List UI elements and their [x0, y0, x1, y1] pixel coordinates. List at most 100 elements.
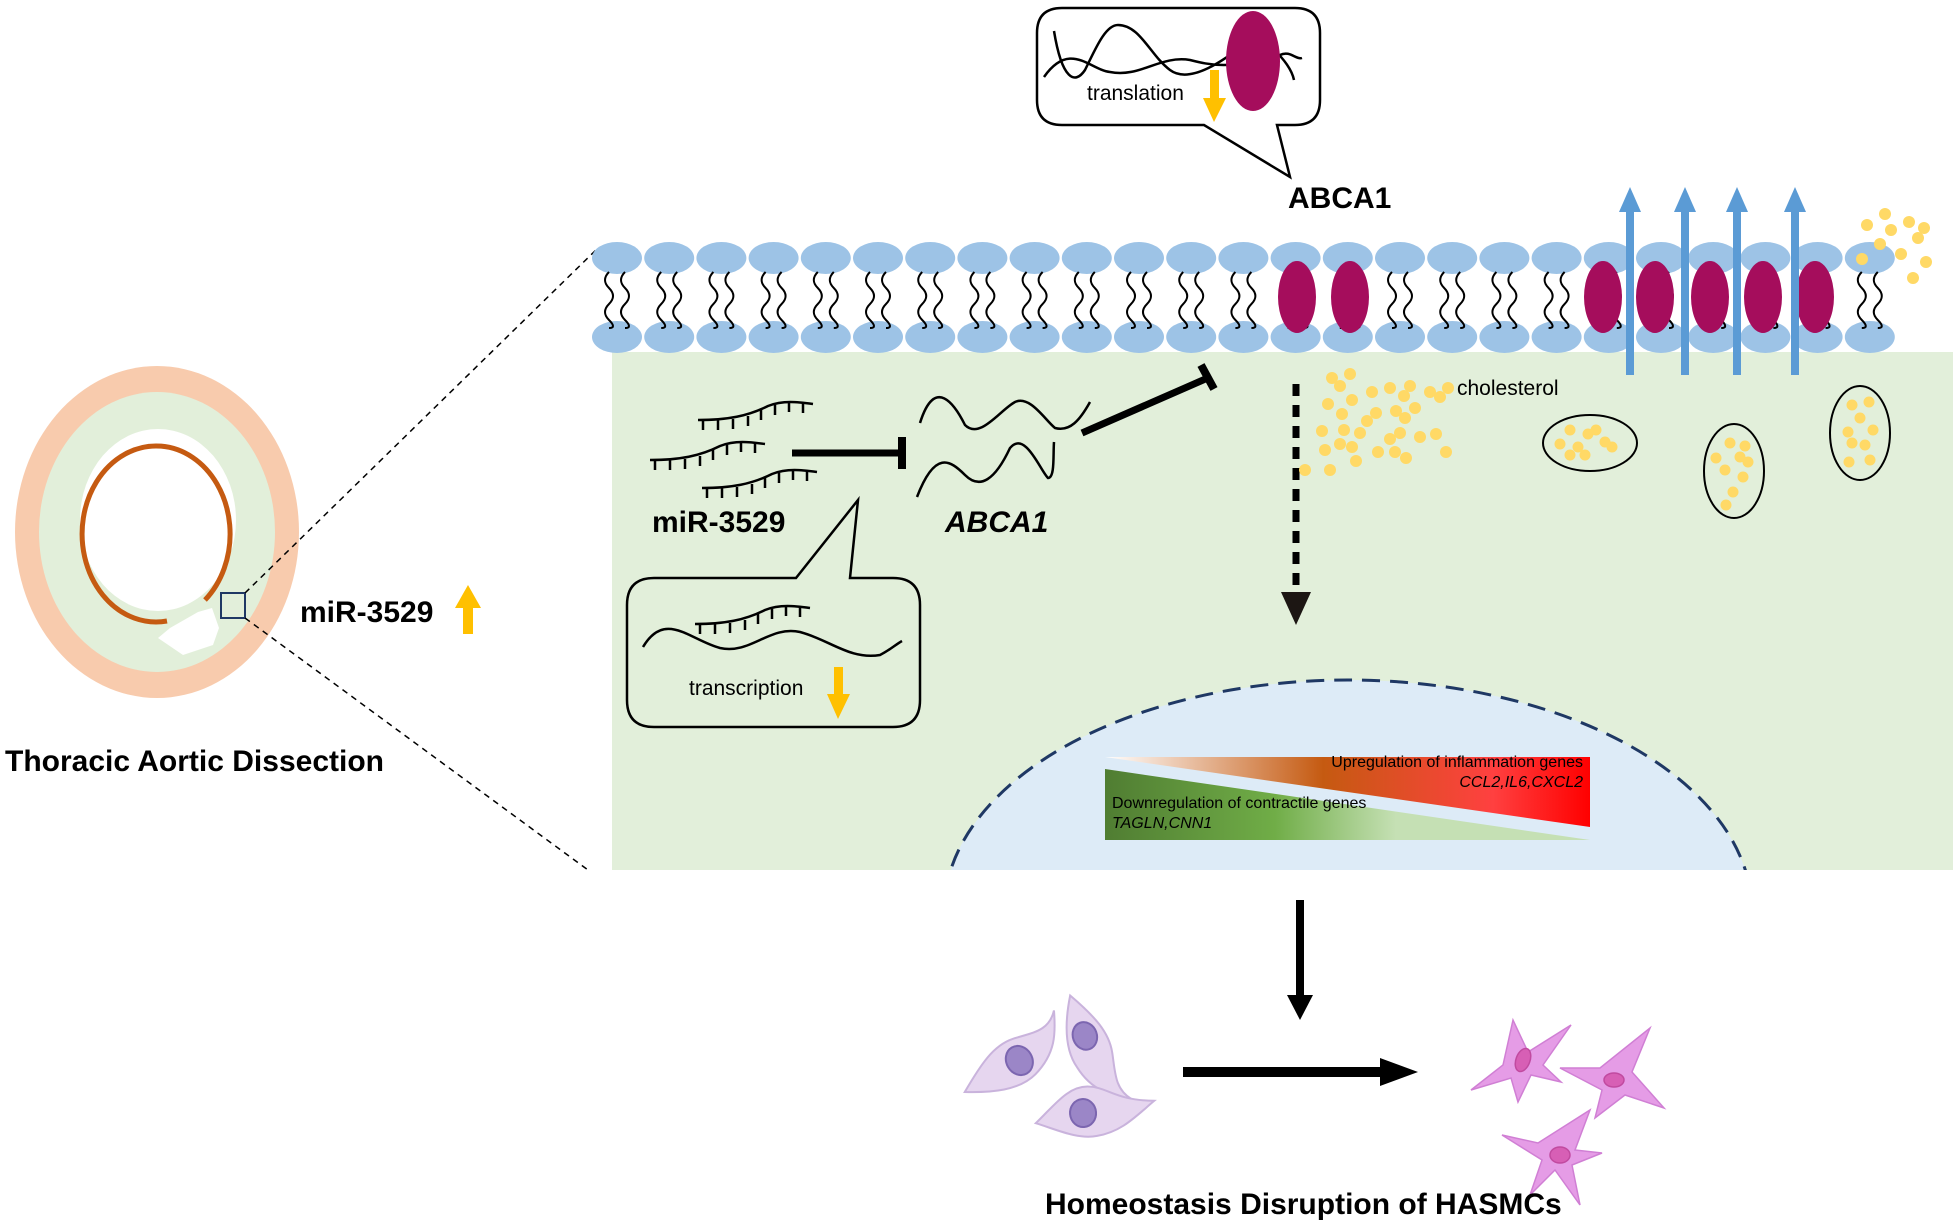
upregulation-title: Upregulation of inflammation genes [1331, 754, 1583, 771]
zoom-region-marker [220, 592, 246, 619]
cholesterol-molecule [1846, 399, 1858, 411]
downregulation-gradient [1105, 769, 1590, 840]
cell-mirna-label: miR-3529 [652, 506, 786, 539]
aorta-mirna-label: miR-3529 [300, 596, 434, 629]
contractile-hasmcs [963, 993, 1157, 1138]
cholesterol-molecule [1564, 424, 1576, 436]
cholesterol-molecule [1434, 391, 1446, 403]
translation-down-arrow-icon [1203, 70, 1226, 122]
cholesterol-molecule [1863, 396, 1875, 408]
phospholipid [747, 241, 800, 354]
left-title: Thoracic Aortic Dissection [5, 745, 384, 778]
cholesterol-molecule [1326, 372, 1338, 384]
efflux-arrow-icon [1681, 210, 1689, 375]
cholesterol-molecule [1879, 208, 1891, 220]
translation-bubble [1035, 6, 1322, 180]
cholesterol-molecule [1554, 438, 1566, 450]
phospholipid [1060, 241, 1113, 354]
cholesterol-molecule [1372, 446, 1384, 458]
inhibition-arrow-mirna-to-abca1 [792, 437, 906, 469]
abca1-protein-icon [1331, 261, 1369, 333]
cell-membrane [591, 241, 1896, 354]
cholesterol-molecule [1859, 439, 1871, 451]
phospholipid [1217, 241, 1270, 354]
cholesterol-molecule [1867, 424, 1879, 436]
cholesterol-molecule [1856, 253, 1868, 265]
cholesterol-molecule [1737, 471, 1749, 483]
efflux-arrow-icon [1626, 210, 1634, 375]
phospholipid [1530, 241, 1583, 354]
inhibition-arrow-abca1-to-membrane [1080, 363, 1218, 437]
phospholipid [1374, 241, 1426, 354]
cholesterol-molecule [1334, 438, 1346, 450]
cholesterol-molecule [1424, 386, 1436, 398]
transcription-label: transcription [689, 677, 804, 700]
aorta-mirna-up-arrow-icon [455, 585, 481, 634]
abca1-protein-icon [1278, 261, 1316, 333]
abca1-gene-label: ABCA1 [945, 506, 1049, 539]
cholesterol-molecule [1390, 405, 1402, 417]
synthetic-cell [1501, 1108, 1603, 1206]
efflux-arrow-icon [1791, 210, 1799, 375]
cholesterol-efflux-arrows [1619, 187, 1806, 375]
abca1-protein-icon [1691, 261, 1729, 333]
cholesterol-molecule [1350, 455, 1362, 467]
cholesterol-molecule [1742, 456, 1754, 468]
cholesterol-molecule [1354, 427, 1366, 439]
cholesterol-molecule [1440, 446, 1452, 458]
phospholipid [852, 241, 904, 354]
cholesterol-molecule [1564, 449, 1576, 461]
upregulation-gradient [1105, 757, 1590, 827]
aorta-lumen [80, 429, 236, 611]
phospholipid [956, 241, 1009, 354]
bottom-title: Homeostasis Disruption of HASMCs [1045, 1188, 1562, 1221]
synthetic-cell [1470, 1017, 1572, 1105]
cholesterol-molecule [1590, 424, 1602, 436]
phospholipid [904, 241, 957, 354]
efflux-arrow-icon [1733, 210, 1741, 375]
cholesterol-molecule [1430, 428, 1442, 440]
phospholipid [799, 241, 852, 354]
cholesterol-molecule [1903, 216, 1915, 228]
cholesterol-molecule [1400, 452, 1412, 464]
phospholipid [695, 241, 748, 354]
zoom-guide-line-top [244, 247, 599, 594]
phospholipid [1113, 241, 1165, 354]
cholesterol-molecule [1907, 272, 1919, 284]
downregulation-title: Downregulation of contractile genes [1112, 795, 1367, 812]
signal-arrow-to-nucleus [1281, 384, 1311, 625]
arrow-cell-transition [1183, 1058, 1418, 1086]
aorta-cross-section [15, 366, 299, 698]
downregulation-genes: TAGLN,CNN1 [1112, 815, 1213, 832]
cholesterol-molecule [1384, 382, 1396, 394]
cholesterol-molecule [1316, 425, 1328, 437]
contractile-cell [1033, 1085, 1157, 1138]
cholesterol-molecule [1366, 386, 1378, 398]
phospholipid [1008, 241, 1061, 354]
cholesterol-molecule [1344, 368, 1356, 380]
cholesterol-molecule [1398, 390, 1410, 402]
synthetic-cell [1559, 1025, 1667, 1120]
cholesterol-molecule [1319, 444, 1331, 456]
cholesterol-molecule [1846, 437, 1858, 449]
cholesterol-molecule [1338, 424, 1350, 436]
ribosome-protein-icon [1226, 11, 1280, 111]
efflux-arrow-head [1674, 187, 1696, 212]
abca1-protein-icon [1796, 261, 1834, 333]
contractile-cell [963, 1010, 1056, 1094]
cholesterol-molecule [1920, 256, 1932, 268]
dissection-tear [158, 608, 219, 655]
translation-label: translation [1087, 82, 1184, 105]
cholesterol-molecule [1895, 248, 1907, 260]
cholesterol-molecule [1384, 433, 1396, 445]
cholesterol-molecule [1394, 427, 1406, 439]
cholesterol-molecule [1579, 449, 1591, 461]
cholesterol-molecule [1409, 402, 1421, 414]
phospholipid [643, 241, 696, 354]
cholesterol-molecule [1874, 238, 1886, 250]
cholesterol-molecule [1346, 441, 1358, 453]
cholesterol-molecule [1720, 499, 1732, 511]
cholesterol-molecule [1918, 222, 1930, 234]
phospholipid [1165, 241, 1218, 354]
